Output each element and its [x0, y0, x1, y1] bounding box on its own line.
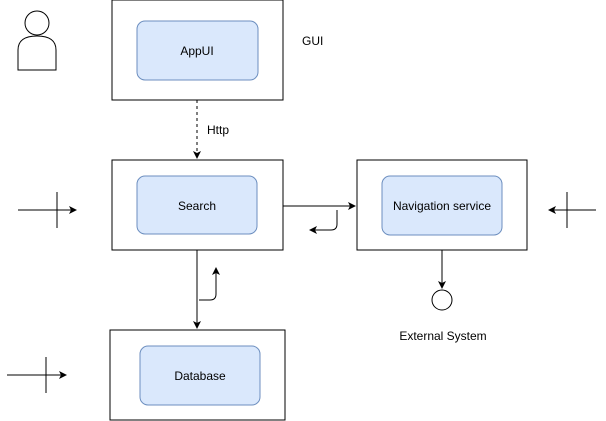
- search-component[interactable]: Search: [111, 159, 284, 251]
- gui-label: GUI: [302, 34, 323, 48]
- search-label: Search: [178, 199, 216, 213]
- database-component[interactable]: Database: [109, 329, 286, 421]
- app-ui-component[interactable]: AppUI: [111, 0, 284, 101]
- return-arrow: [309, 210, 338, 234]
- database-return-arrow: [199, 267, 220, 301]
- navigation-service-label: Navigation service: [393, 199, 491, 213]
- app-ui-label: AppUI: [180, 44, 213, 58]
- http-label: Http: [207, 123, 229, 137]
- actor-icon: [17, 10, 57, 71]
- database-label: Database: [174, 369, 226, 383]
- external-interface-icon: [7, 357, 67, 393]
- external-interface-icon: [18, 192, 77, 228]
- external-system-icon: [431, 289, 453, 311]
- external-system-label: External System: [399, 329, 486, 343]
- navigation-service-component[interactable]: Navigation service: [356, 159, 528, 251]
- external-interface-icon: [548, 192, 596, 228]
